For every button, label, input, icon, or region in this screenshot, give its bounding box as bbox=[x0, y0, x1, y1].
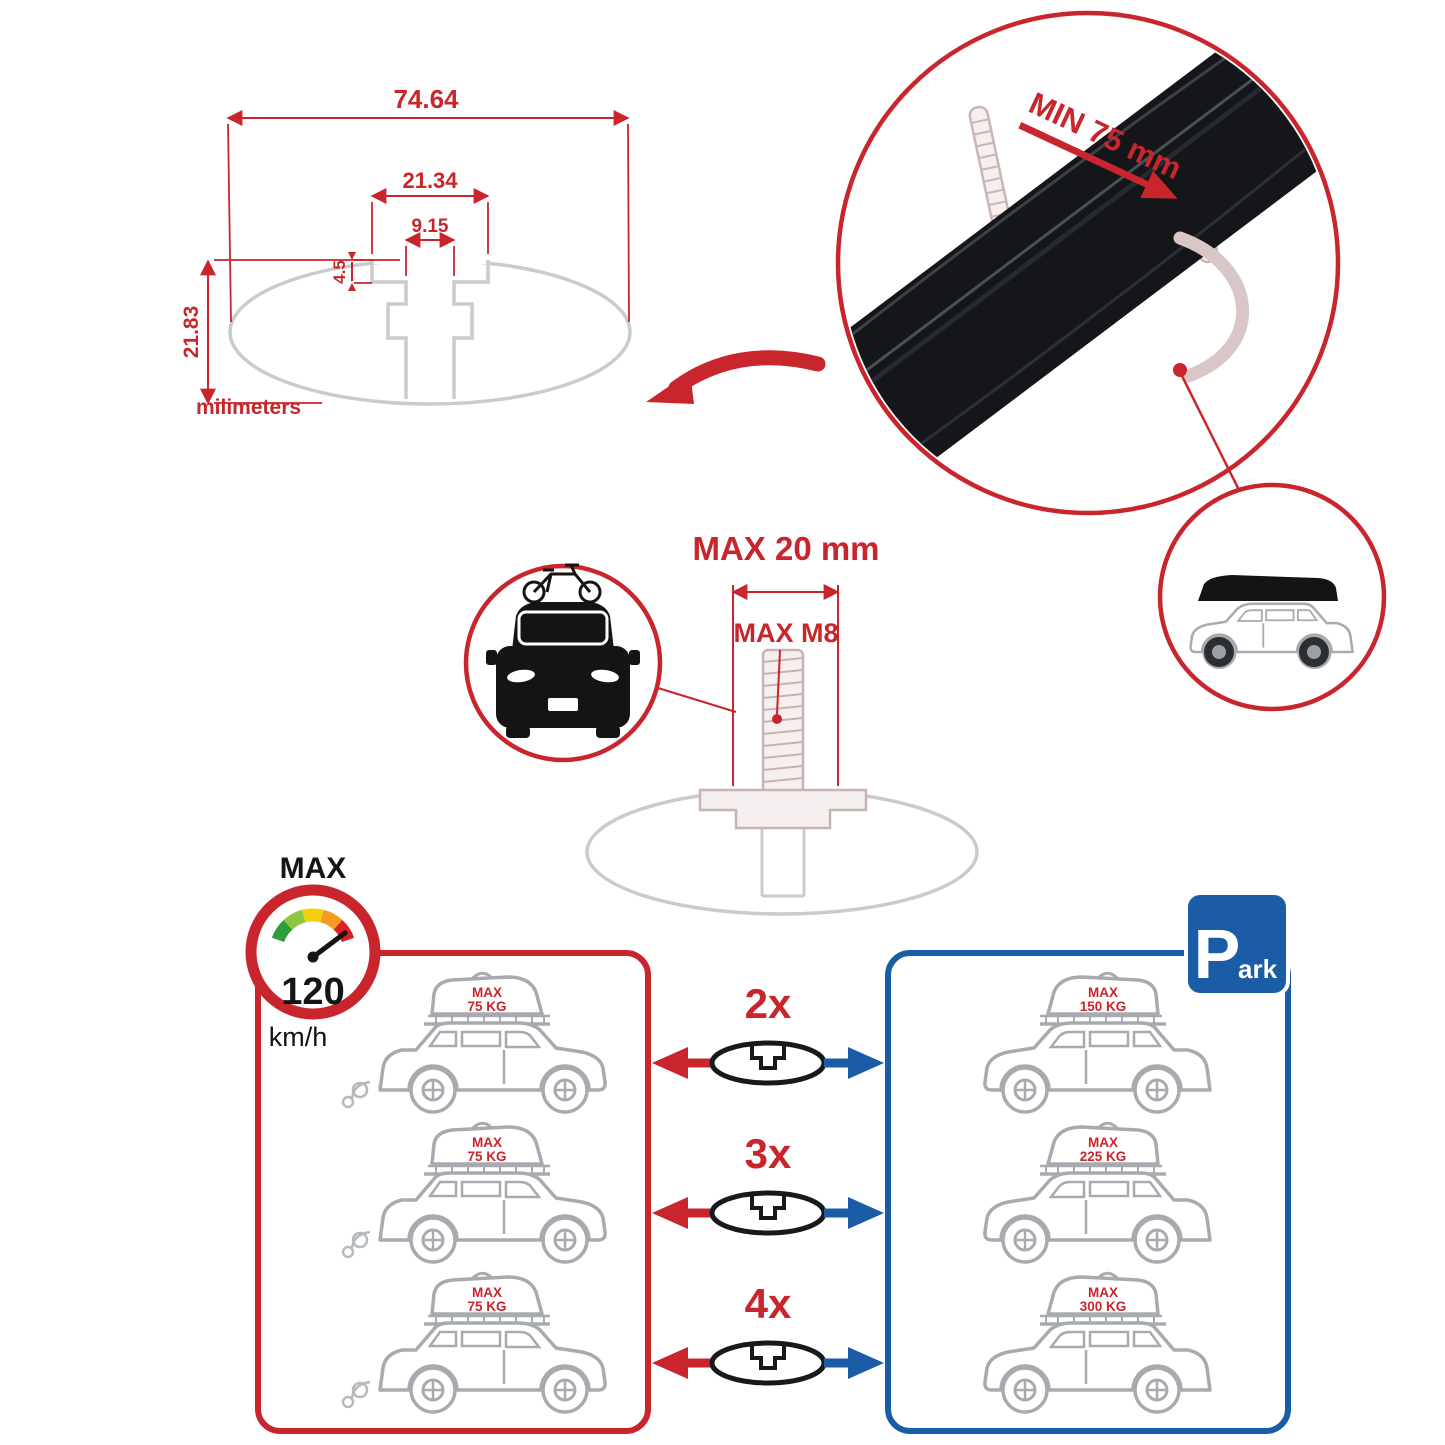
bag-load-line2: 150 KG bbox=[1080, 999, 1127, 1014]
dim-total-width-value: 74.64 bbox=[393, 84, 459, 114]
bolt-spec-section: MAX 20 mm MAX M8 bbox=[463, 530, 979, 916]
gauge-segment-yellow bbox=[302, 908, 324, 923]
min-width-arrow-shaft bbox=[1018, 121, 1151, 189]
crossbar-closeup-section: MIN 75 mm bbox=[835, 10, 1387, 712]
bag-load-line2: 225 KG bbox=[1080, 1149, 1127, 1164]
speed-limit-badge: MAX 120 km/h bbox=[245, 852, 381, 1052]
bag-load-line1: MAX bbox=[1088, 985, 1118, 1000]
profile-channel-right bbox=[452, 260, 490, 399]
park-sign-letter: P bbox=[1194, 915, 1241, 993]
thread-callout-dot bbox=[772, 714, 782, 724]
speed-value: 120 bbox=[281, 971, 344, 1013]
bag-load-line1: MAX bbox=[472, 1135, 502, 1150]
ext-line bbox=[627, 123, 630, 323]
crossbar-profile-icon bbox=[712, 1343, 824, 1383]
driving-car-row-2: MAX 75 KG bbox=[341, 1123, 605, 1262]
left-arrow-head bbox=[652, 1347, 688, 1379]
gauge-segment-orange bbox=[320, 909, 343, 930]
bag-load-line2: 300 KG bbox=[1080, 1299, 1127, 1314]
bag-load-line1: MAX bbox=[1088, 1135, 1118, 1150]
car-front-icon bbox=[486, 602, 640, 738]
parked-car-row-1: MAX 150 KG bbox=[985, 973, 1210, 1112]
units-label: milimeters bbox=[196, 396, 301, 419]
dim-slot-value: 9.15 bbox=[412, 216, 449, 237]
left-arrow-head bbox=[652, 1197, 688, 1229]
bar-count-row-3: 4x bbox=[652, 1280, 884, 1383]
crossbar-profile-icon bbox=[712, 1043, 824, 1083]
badge-callout-line bbox=[657, 686, 737, 714]
left-arrow-head bbox=[652, 1047, 688, 1079]
roof-box-icon bbox=[1198, 575, 1338, 601]
bolt-threads bbox=[762, 657, 804, 783]
slot-lines bbox=[760, 828, 806, 898]
speed-max-label: MAX bbox=[280, 852, 347, 885]
closeup-circle bbox=[835, 10, 1341, 516]
profile-outline bbox=[228, 258, 632, 406]
crossbar-profile-icon bbox=[712, 1193, 824, 1233]
max-width-label: MAX 20 mm bbox=[692, 530, 879, 567]
bar-count-label: 2x bbox=[745, 980, 792, 1027]
bag-load-line2: 75 KG bbox=[467, 1299, 506, 1314]
gauge-segment-green bbox=[271, 919, 293, 943]
bag-load-line1: MAX bbox=[1088, 1285, 1118, 1300]
bag-load-line2: 75 KG bbox=[467, 999, 506, 1014]
speed-unit: km/h bbox=[269, 1022, 328, 1052]
park-sign-box bbox=[1184, 891, 1290, 997]
bar-count-row-2: 3x bbox=[652, 1130, 884, 1233]
gauge-pivot bbox=[307, 951, 319, 963]
min-width-arrow-head bbox=[1140, 170, 1178, 199]
capacity-comparison-section: P ark MAX 120 km/h MAX 75 KG MAX 75 KG M… bbox=[245, 852, 1291, 1434]
gauge-needle bbox=[310, 930, 348, 960]
driving-car-row-1: MAX 75 KG bbox=[341, 973, 605, 1112]
callout-line bbox=[1180, 375, 1245, 499]
right-arrow-head bbox=[848, 1347, 884, 1379]
ext-line bbox=[227, 123, 232, 323]
right-arrow-head bbox=[848, 1197, 884, 1229]
bag-load-line1: MAX bbox=[472, 1285, 502, 1300]
bag-load-line2: 75 KG bbox=[467, 1149, 506, 1164]
strap-point-marker bbox=[1173, 363, 1187, 377]
dim-channel-top-value: 21.34 bbox=[402, 168, 458, 193]
wheel-hub bbox=[1212, 645, 1226, 659]
bike-car-badge bbox=[463, 563, 663, 763]
right-arrow-head bbox=[848, 1047, 884, 1079]
dim-recess-value: 4.5 bbox=[330, 260, 349, 284]
profile-channel-left bbox=[370, 260, 408, 399]
gauge-segment-yellowgreen bbox=[283, 909, 306, 930]
driving-car-row-3: MAX 75 KG bbox=[341, 1273, 605, 1412]
bar-count-row-1: 2x bbox=[652, 980, 884, 1083]
bag-load-line1: MAX bbox=[472, 985, 502, 1000]
t-slot-nut bbox=[698, 788, 868, 830]
thread-callout-line bbox=[776, 649, 781, 715]
dim-arrowhead bbox=[348, 252, 356, 260]
parked-car-row-3: MAX 300 KG bbox=[985, 1273, 1210, 1412]
profile-dimensions-section: 74.64 21.34 9.15 4.5 21.83 milimeters bbox=[180, 84, 826, 419]
parked-car-row-2: MAX 225 KG bbox=[985, 1123, 1210, 1262]
wheel-hub bbox=[1307, 645, 1321, 659]
profile-cut-mask bbox=[371, 248, 489, 264]
roof-box-car-badge bbox=[1157, 482, 1387, 712]
bar-count-label: 4x bbox=[745, 1280, 792, 1327]
u-bolt-strap bbox=[1173, 231, 1249, 383]
dim-arrowhead bbox=[348, 283, 356, 291]
max-thread-label: MAX M8 bbox=[733, 618, 838, 648]
crossbar-render bbox=[842, 21, 1334, 509]
park-sign-letters-small: ark bbox=[1238, 954, 1278, 984]
park-sign: P ark bbox=[1184, 891, 1290, 997]
pointer-arrow-head bbox=[646, 372, 694, 404]
dim-height-value: 21.83 bbox=[180, 306, 203, 359]
pointer-arrow-curve bbox=[668, 350, 826, 396]
bar-count-label: 3x bbox=[745, 1130, 792, 1177]
